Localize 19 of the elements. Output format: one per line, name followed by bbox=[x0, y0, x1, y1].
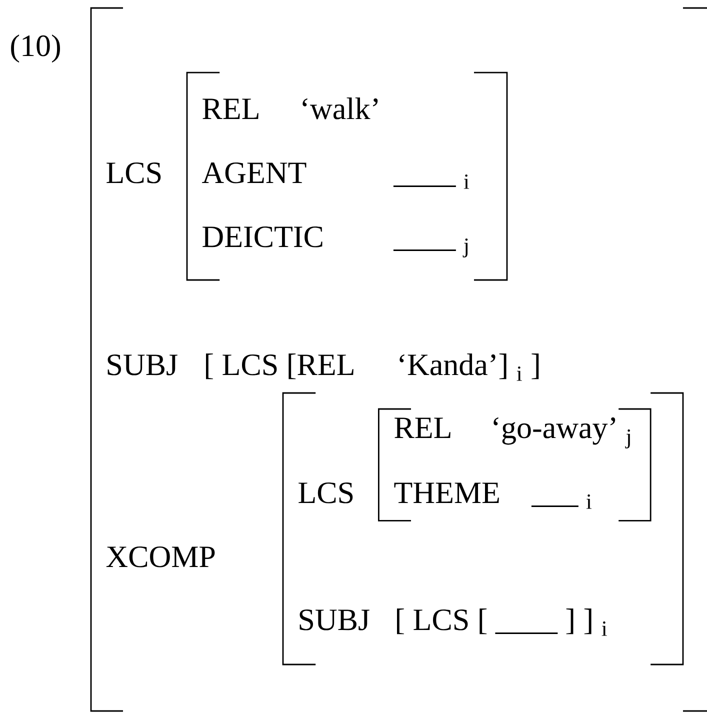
feature-value: ___ $_{i}$ bbox=[531, 494, 592, 509]
example-number: (10) bbox=[11, 34, 60, 63]
feature-name: THEME bbox=[394, 482, 499, 503]
feature-name: SUBJ bbox=[300, 609, 370, 630]
feature-name: REL bbox=[394, 418, 450, 438]
feature-name: DEICTIC bbox=[202, 226, 322, 248]
feature-value: ____ $_{i}$ bbox=[393, 174, 470, 189]
feature-name: REL bbox=[202, 98, 258, 119]
feature-value: ____ $_{j}$ bbox=[393, 238, 468, 258]
feature-name: SUBJ bbox=[108, 354, 178, 376]
feature-value: ‘go-away’ $_{j}$ bbox=[494, 417, 630, 448]
feature-name: XCOMP bbox=[106, 546, 215, 568]
feature-value: ‘Kanda’] $_{i}$ ] bbox=[400, 354, 539, 381]
feature-name: AGENT bbox=[202, 162, 306, 184]
feature-value: [ LCS [REL bbox=[206, 354, 354, 380]
feature-value: ‘walk’ bbox=[302, 98, 378, 120]
feature-value: [ LCS [ ____ ] ] $_{i}$ bbox=[397, 608, 607, 636]
feature-name: LCS bbox=[298, 482, 353, 504]
feature-name: LCS bbox=[106, 162, 161, 184]
